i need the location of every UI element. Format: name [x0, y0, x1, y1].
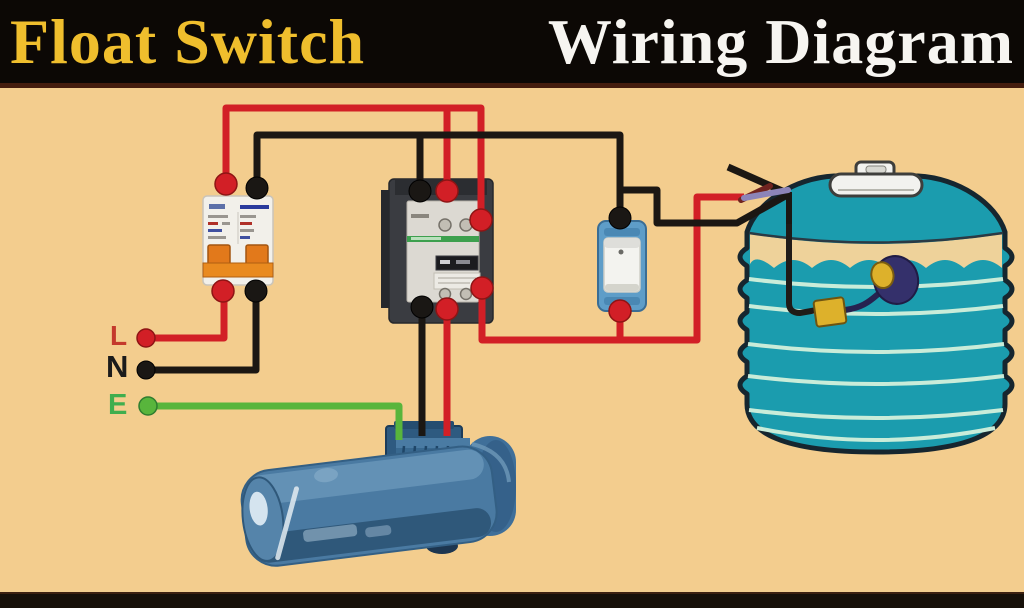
terminal-black [244, 279, 268, 303]
bottom-border-strip [0, 592, 1024, 608]
line-dot [136, 328, 156, 348]
live-bus-wire [222, 104, 485, 221]
terminal-red [211, 279, 235, 303]
mcb-blue-stripe [240, 205, 269, 209]
water-tank [737, 160, 1015, 455]
title-banner: Float Switch Wiring Diagram [0, 0, 1024, 88]
terminal-red [608, 299, 632, 323]
contactor-green-band [407, 236, 479, 242]
mcb-breaker [202, 195, 274, 286]
live-feed-wire [147, 295, 228, 342]
terminal-black [408, 179, 432, 203]
earth-dot [138, 396, 158, 416]
contactor-screw [438, 218, 452, 232]
terminal-red [435, 297, 459, 321]
live-tank-wire [478, 193, 744, 344]
water-pump [240, 421, 516, 567]
float-cable-arc [842, 292, 880, 313]
mcb-toggle-left [207, 244, 231, 266]
pump-logo [303, 524, 358, 542]
mcb-markings [208, 215, 256, 239]
title-rest: Wiring Diagram [547, 5, 1014, 77]
neutral-label: N [106, 349, 129, 384]
terminal-black [608, 206, 632, 230]
float-switch [597, 220, 647, 312]
terminal-red [470, 276, 494, 300]
counterweight [812, 296, 848, 328]
float-cable [786, 219, 820, 317]
contactor [381, 178, 494, 324]
title-highlight: Float Switch [10, 5, 366, 77]
pump-housing [240, 445, 498, 567]
twist-joint-purple [741, 187, 791, 201]
terminal-red [469, 208, 493, 232]
tank-rim-line [748, 231, 1004, 244]
terminal-black [245, 176, 269, 200]
earth-wire [151, 402, 403, 440]
terminal-red [435, 179, 459, 203]
neutral-tank-wire [620, 186, 791, 227]
contactor-screw [459, 287, 473, 301]
float-ball-cap [870, 261, 895, 290]
neutral-dot [136, 360, 156, 380]
tank-stripes [747, 277, 1005, 442]
line-label: L [110, 320, 128, 351]
earth-label: E [108, 389, 128, 421]
mcb-logo [209, 204, 225, 209]
terminal-red [214, 172, 238, 196]
tank-lid [828, 160, 924, 198]
neutral-feed-wire [147, 295, 260, 374]
mcb-toggle-right [245, 244, 269, 266]
contactor-side-fin [381, 190, 391, 308]
terminal-black [410, 295, 434, 319]
tank-air-gap [750, 234, 1002, 268]
terminal-dots [136, 172, 632, 416]
live-wires [147, 104, 744, 436]
mcb-orange-band [202, 262, 274, 278]
float-ball [870, 255, 920, 305]
pump-highlight [249, 491, 268, 526]
neutral-bus-wire [253, 131, 624, 219]
